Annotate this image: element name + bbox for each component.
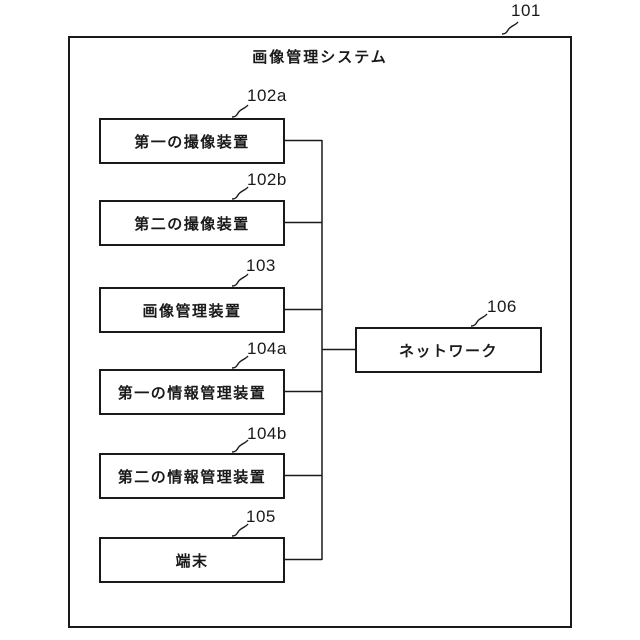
node-first-info-management-device: 第一の情報管理装置 (99, 369, 285, 415)
ref-label-102a: 102a (247, 86, 287, 105)
node-label: 第一の情報管理装置 (117, 384, 267, 402)
ref-label-102b: 102b (247, 170, 287, 189)
leader-squiggle-101 (501, 21, 519, 35)
node-second-info-management-device: 第二の情報管理装置 (99, 453, 285, 499)
node-label: 第二の撮像装置 (134, 215, 250, 233)
ref-label-105: 105 (246, 507, 276, 526)
node-network: ネットワーク (355, 327, 542, 373)
ref-label-106: 106 (487, 297, 517, 316)
ref-label-101: 101 (511, 1, 541, 20)
ref-label-104b: 104b (247, 424, 287, 443)
node-label: ネットワーク (398, 342, 498, 360)
system-title: 画像管理システム (252, 49, 388, 66)
node-second-imaging-device: 第二の撮像装置 (99, 200, 285, 246)
node-label: 第一の撮像装置 (134, 133, 250, 151)
ref-label-104a: 104a (247, 339, 287, 358)
node-terminal: 端末 (99, 537, 285, 583)
node-image-management-device: 画像管理装置 (99, 287, 285, 333)
node-label: 画像管理装置 (142, 302, 242, 320)
ref-label-103: 103 (246, 256, 276, 275)
node-first-imaging-device: 第一の撮像装置 (99, 118, 285, 164)
node-label: 端末 (175, 552, 209, 570)
node-label: 第二の情報管理装置 (117, 468, 267, 486)
